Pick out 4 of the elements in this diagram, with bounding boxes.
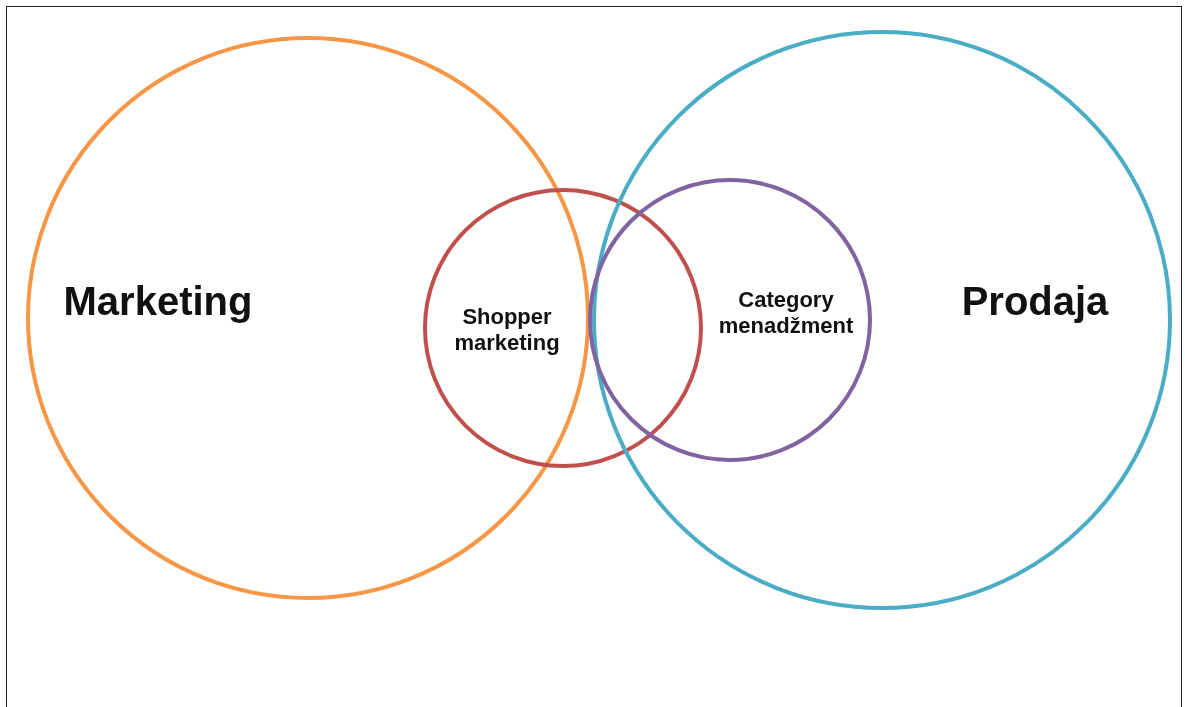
circle-label: Category menadžment xyxy=(717,286,855,340)
circle-label: Prodaja xyxy=(960,278,1110,325)
circle-label: Marketing xyxy=(62,278,254,325)
circle-label: Shopper marketing xyxy=(453,303,561,357)
